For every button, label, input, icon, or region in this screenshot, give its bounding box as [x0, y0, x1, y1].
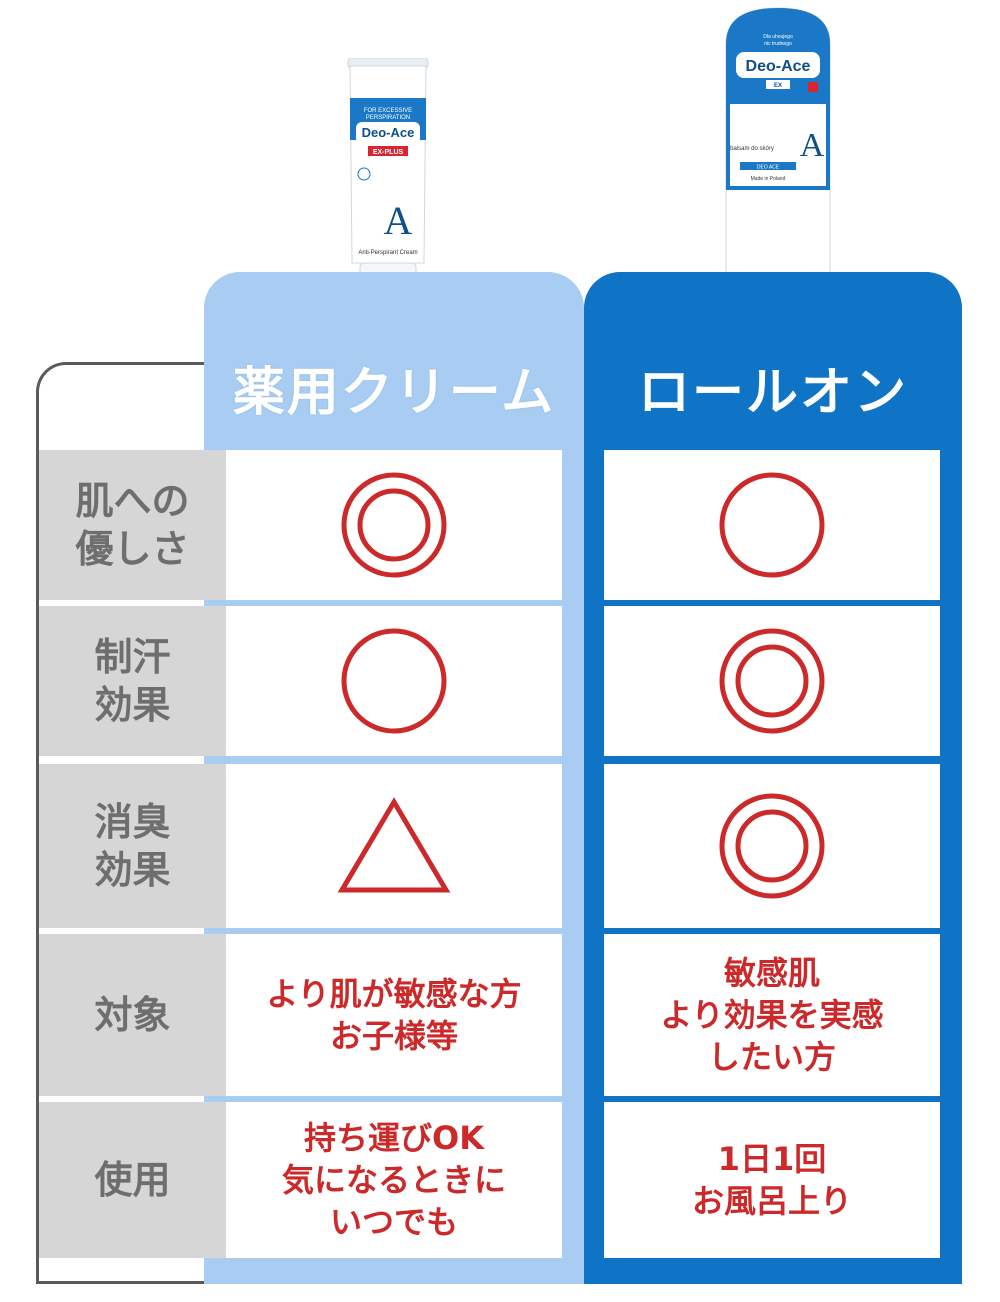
row-label-target: 対象 [39, 934, 226, 1096]
cream-antiperspirant-cell [226, 606, 562, 756]
svg-text:Made in Poland: Made in Poland [751, 176, 786, 182]
svg-text:A: A [800, 127, 825, 164]
row-label-deodorant: 消臭効果 [39, 764, 226, 928]
cream-skin-cell [226, 450, 562, 600]
rollon-antiperspirant-cell [604, 606, 940, 756]
row-label-antiperspirant: 制汗効果 [39, 606, 226, 756]
svg-text:Deo-Ace: Deo-Ace [362, 125, 415, 140]
row-label-usage: 使用 [39, 1102, 226, 1258]
svg-text:FOR EXCESSIVE: FOR EXCESSIVE [364, 108, 412, 114]
double-circle-icon [719, 793, 825, 899]
double-circle-icon [341, 472, 447, 578]
svg-text:EX: EX [774, 83, 782, 89]
triangle-icon [337, 797, 451, 893]
rollon-target-cell: 敏感肌より効果を実感したい方 [604, 934, 940, 1096]
svg-text:PERSPIRATION: PERSPIRATION [366, 115, 410, 121]
rollon-deodorant-cell [604, 764, 940, 928]
circle-icon [341, 628, 447, 734]
svg-text:Anti-Perspirant Cream: Anti-Perspirant Cream [358, 250, 417, 256]
svg-text:balsam do skóry: balsam do skóry [730, 146, 774, 152]
rollon-skin-cell [604, 450, 940, 600]
svg-text:DEO ACE: DEO ACE [757, 165, 780, 171]
circle-icon [719, 472, 825, 578]
svg-text:Dla uhoujego: Dla uhoujego [763, 34, 793, 40]
rollon-bottle-image: Dla uhoujego nic trudnego Deo-Ace EX bal… [725, 7, 831, 327]
rollon-column-title: ロールオン [637, 363, 908, 423]
svg-text:nic trudnego: nic trudnego [764, 41, 792, 47]
svg-text:A: A [384, 198, 413, 243]
cream-target-cell: より肌が敏感な方お子様等 [226, 934, 562, 1096]
cream-column-title: 薬用クリーム [232, 363, 556, 423]
double-circle-icon [719, 628, 825, 734]
svg-text:EX-PLUS: EX-PLUS [373, 149, 404, 156]
cream-deodorant-cell [226, 764, 562, 928]
svg-text:Deo-Ace: Deo-Ace [746, 58, 811, 75]
rollon-usage-cell: 1日1回お風呂上り [604, 1102, 940, 1258]
row-label-skin-gentleness: 肌への優しさ [39, 450, 226, 600]
